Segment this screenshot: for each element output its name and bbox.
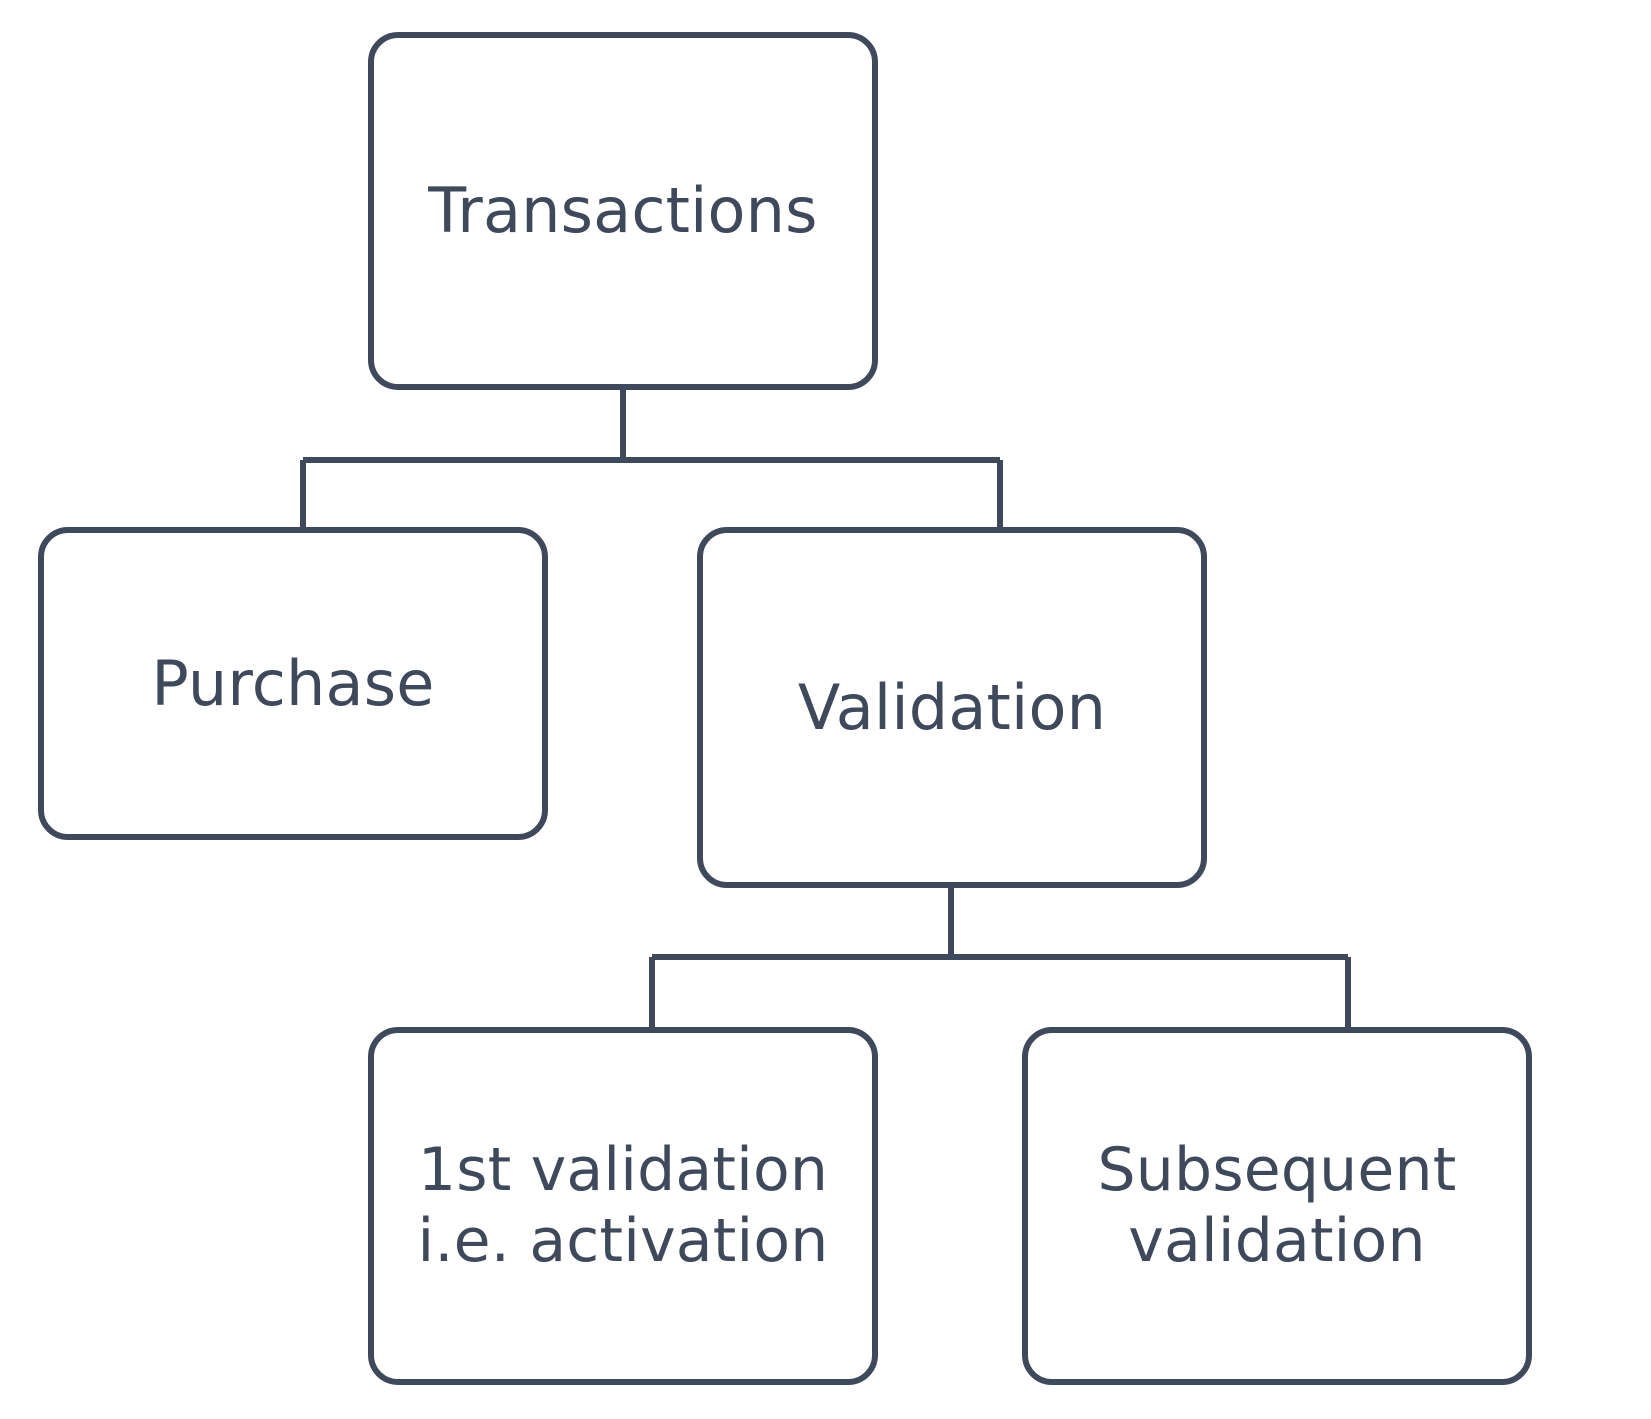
node-purchase-label: Purchase: [151, 646, 435, 720]
node-subsequent-validation[interactable]: Subsequent validation: [1022, 1027, 1532, 1385]
node-transactions[interactable]: Transactions: [368, 32, 878, 390]
node-subsequent-validation-label: Subsequent validation: [1097, 1135, 1457, 1276]
node-validation-label: Validation: [797, 670, 1107, 744]
node-purchase[interactable]: Purchase: [38, 527, 548, 840]
node-validation[interactable]: Validation: [697, 527, 1207, 888]
node-first-validation[interactable]: 1st validation i.e. activation: [368, 1027, 878, 1385]
node-first-validation-label: 1st validation i.e. activation: [417, 1135, 829, 1276]
node-transactions-label: Transactions: [428, 174, 818, 248]
